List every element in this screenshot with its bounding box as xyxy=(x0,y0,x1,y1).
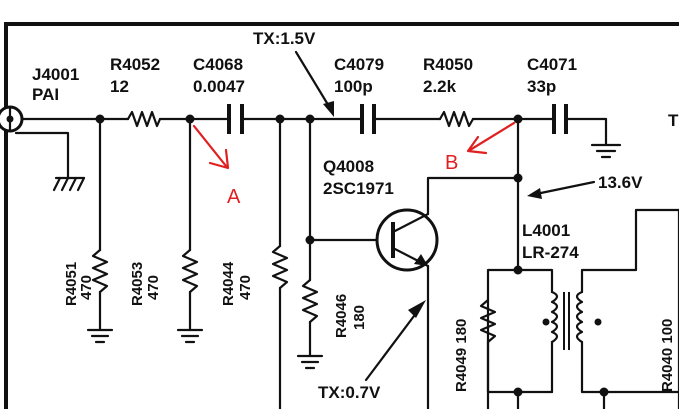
voltage-pointer-13v6 xyxy=(527,180,596,199)
r4046-value-label: 180 xyxy=(351,305,368,330)
chassis-ground-j4001 xyxy=(14,131,86,192)
r4051-ref-label: R4051 xyxy=(63,262,80,306)
r4053-value-label: 470 xyxy=(145,275,162,300)
tx-top-voltage-label: TX:1.5V xyxy=(253,29,316,48)
j4001-ref-label: J4001 xyxy=(32,65,79,84)
frame xyxy=(4,22,679,409)
c4068-value-label: 0.0047 xyxy=(193,77,245,96)
tx-bottom-voltage-label: TX:0.7V xyxy=(318,383,381,402)
c4068-ref-label: C4068 xyxy=(193,55,243,74)
base-bias-line xyxy=(308,117,384,242)
annotation-arrow-b xyxy=(466,121,516,155)
r4044-ref-label: R4044 xyxy=(220,261,237,306)
resistor-r4046 xyxy=(296,238,324,370)
supply-voltage-label: 13.6V xyxy=(598,173,643,192)
l4001-part-label: LR-274 xyxy=(522,243,579,262)
r4052-ref-label: R4052 xyxy=(110,55,160,74)
resistor-r4053 xyxy=(176,117,204,344)
c4071-value-label: 33p xyxy=(527,77,556,96)
tx-top-pointer-arrow xyxy=(294,50,334,117)
resistor-r4044 xyxy=(271,117,289,409)
inductor-l4001 xyxy=(479,208,679,409)
edge-t-label: T xyxy=(668,111,679,130)
r4040-label: R4040 100 xyxy=(659,319,676,392)
annotation-arrow-a xyxy=(192,124,230,170)
annotation-b-label: B xyxy=(445,152,458,174)
connector-j4001 xyxy=(0,105,24,133)
c4079-ref-label: C4079 xyxy=(334,55,384,74)
q4008-part-label: 2SC1971 xyxy=(323,179,394,198)
r4049-label: R4049 180 xyxy=(453,319,470,392)
r4046-ref-label: R4046 xyxy=(333,294,350,338)
capacitor-c4079 xyxy=(360,104,376,134)
tx-bottom-pointer-arrow xyxy=(364,300,426,382)
r4051-value-label: 470 xyxy=(78,275,95,300)
r4050-ref-label: R4050 xyxy=(423,55,473,74)
capacitor-c4068 xyxy=(227,104,244,134)
r4053-ref-label: R4053 xyxy=(129,262,146,306)
ground-c4071 xyxy=(590,117,622,159)
r4044-value-label: 470 xyxy=(237,275,254,300)
l4001-ref-label: L4001 xyxy=(522,221,570,240)
r4052-value-label: 12 xyxy=(110,77,129,96)
capacitor-c4071 xyxy=(552,104,568,134)
q4008-ref-label: Q4008 xyxy=(323,157,374,176)
j4001-name-label: PAI xyxy=(32,85,59,104)
c4071-ref-label: C4071 xyxy=(527,55,577,74)
annotation-a-label: A xyxy=(227,186,241,208)
c4079-value-label: 100p xyxy=(334,77,373,96)
r4050-value-label: 2.2k xyxy=(423,77,457,96)
resistor-r4051 xyxy=(86,117,114,344)
transistor-q4008 xyxy=(375,176,520,409)
